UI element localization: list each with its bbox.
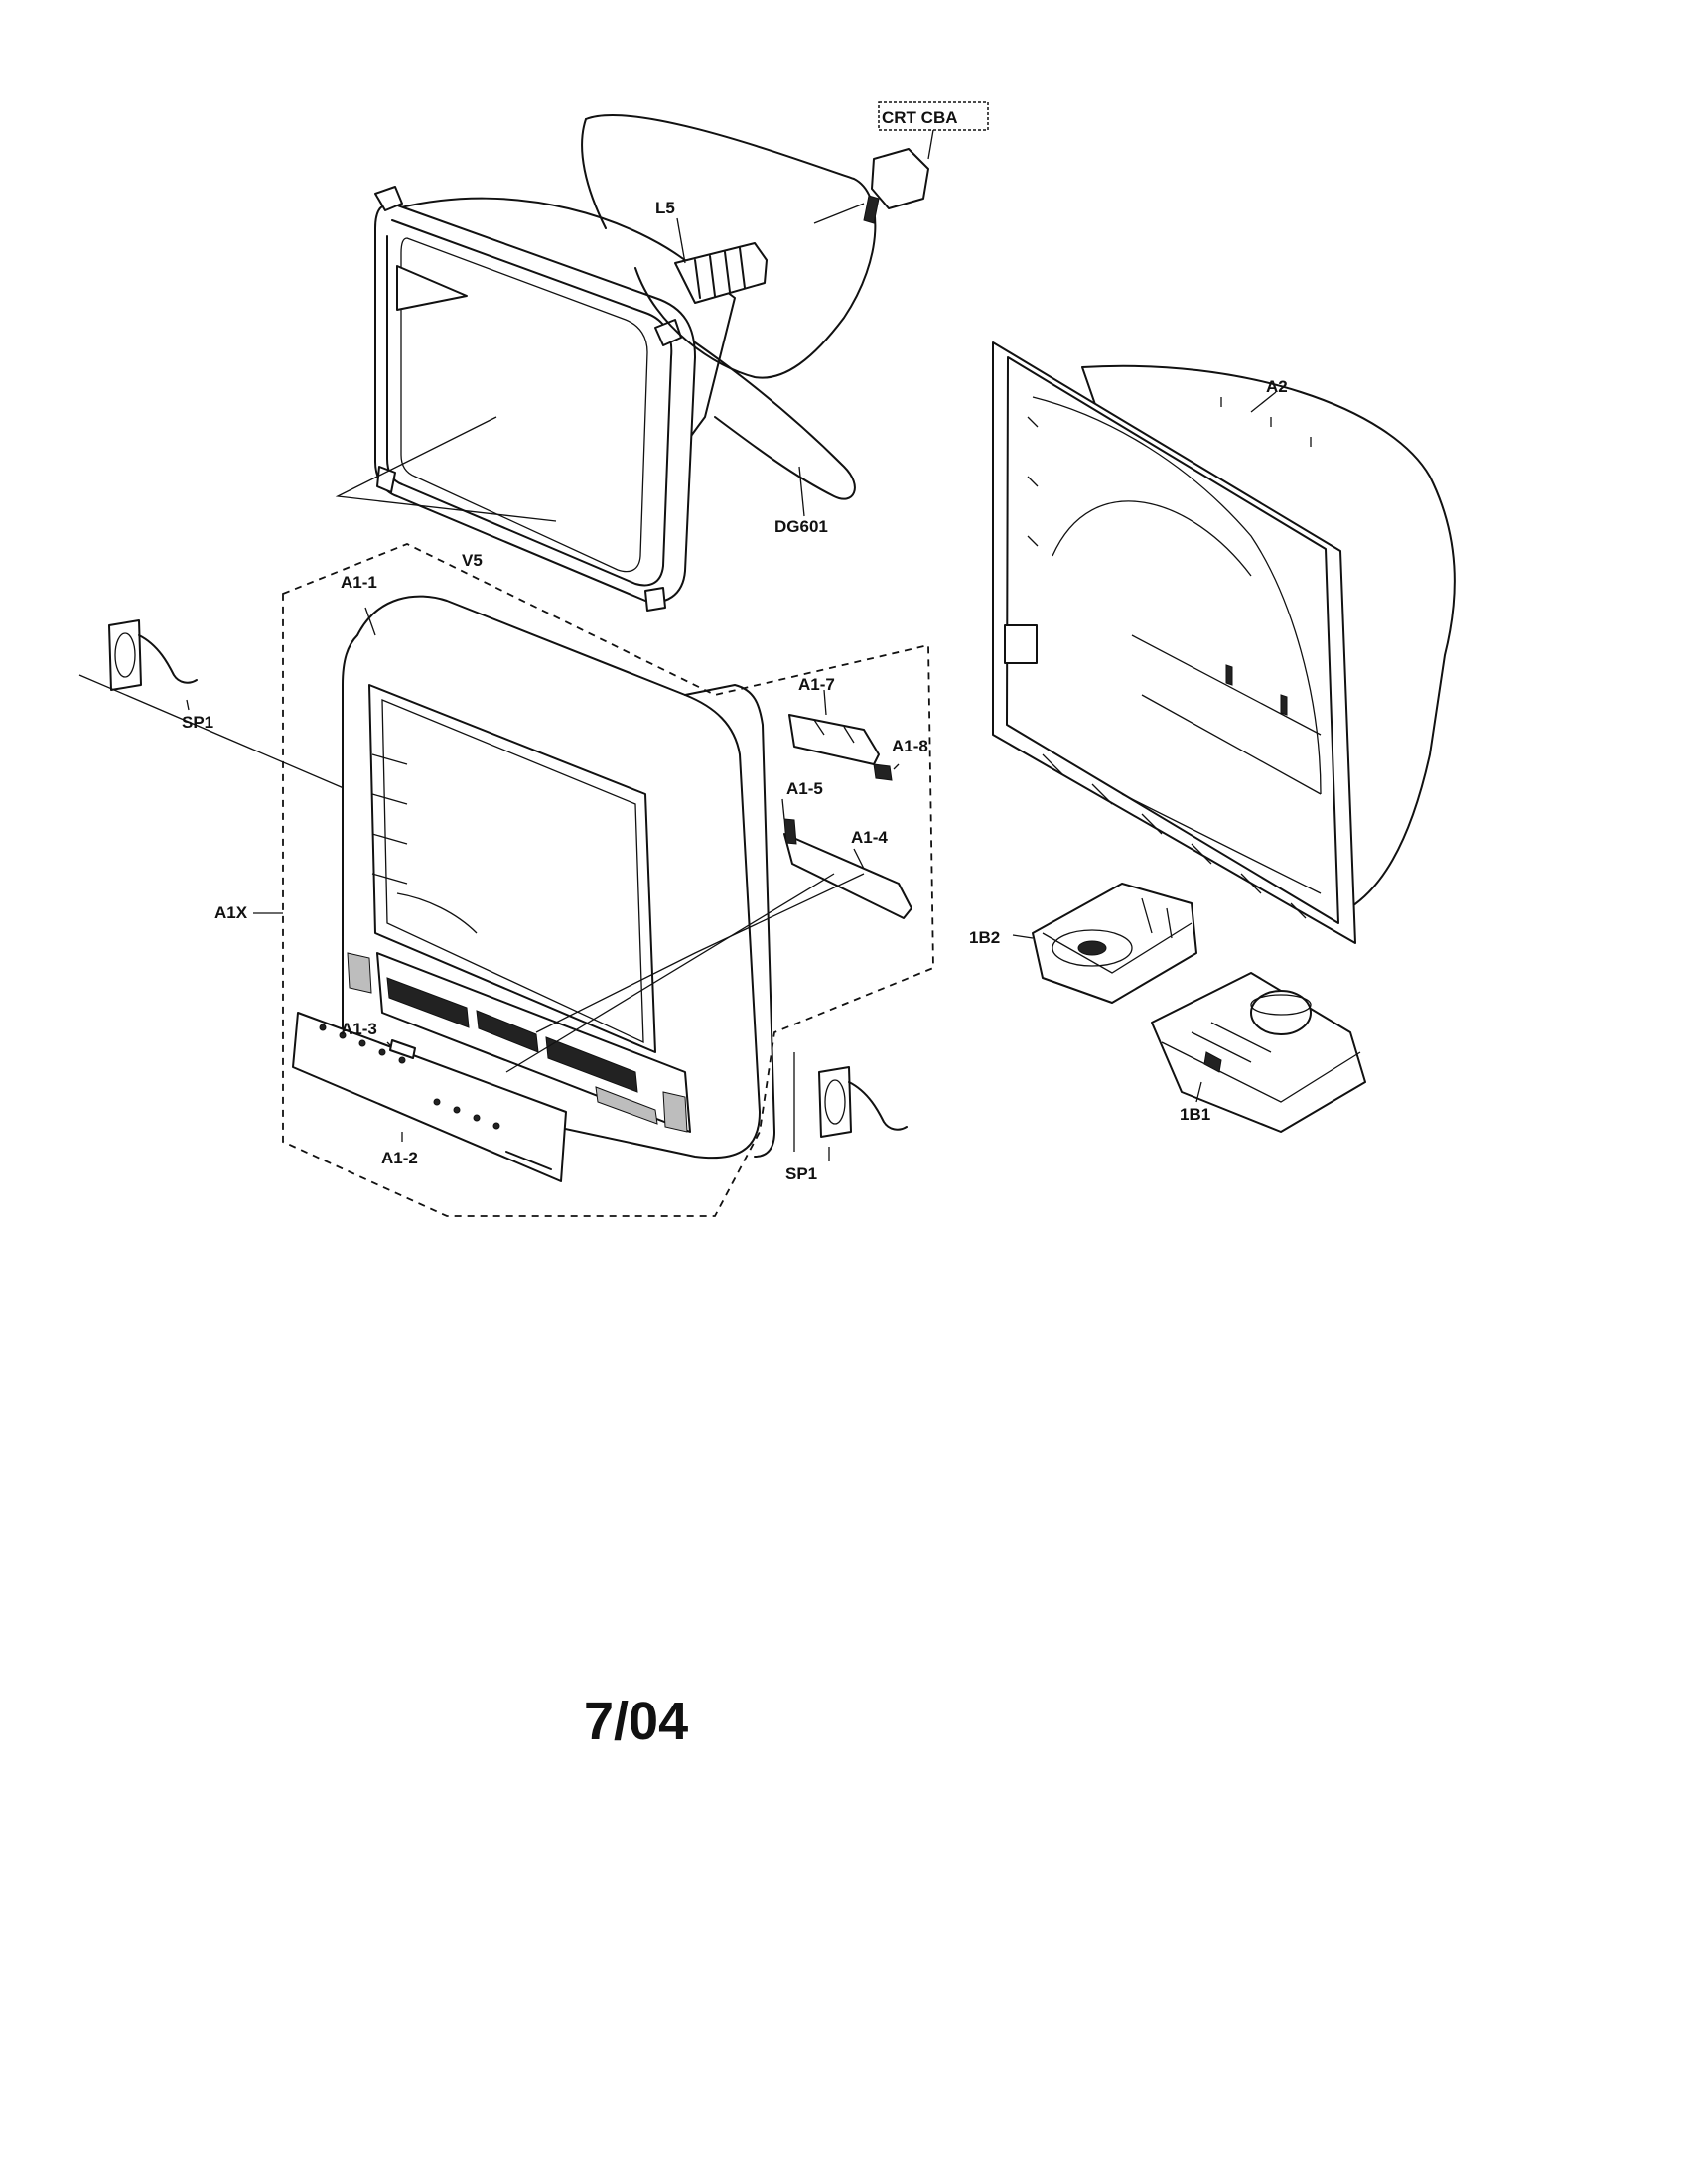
bracket-a1-8 xyxy=(873,763,900,781)
crt-cba-board xyxy=(813,101,989,224)
control-panel-a1-2 xyxy=(292,1012,567,1182)
label-a1-2: A1-2 xyxy=(381,1149,418,1167)
label-a1-7: A1-7 xyxy=(798,675,835,694)
label-dg601: DG601 xyxy=(774,517,828,536)
speaker-left-sp1 xyxy=(78,619,358,795)
revision-date: 7/04 xyxy=(584,1692,688,1751)
label-1b1: 1B1 xyxy=(1180,1105,1210,1124)
front-cabinet-a1-1 xyxy=(253,543,934,1217)
label-v5: V5 xyxy=(462,551,483,570)
a1-4-leader-2 xyxy=(535,873,865,1033)
label-crt-cba: CRT CBA xyxy=(882,108,958,127)
l5-leader xyxy=(676,217,686,264)
label-a1-5: A1-5 xyxy=(786,779,823,798)
label-a1-8: A1-8 xyxy=(892,737,928,755)
label-a1-4: A1-4 xyxy=(851,828,888,847)
label-a1-1: A1-1 xyxy=(341,573,377,592)
bracket-a1-4 xyxy=(783,818,912,919)
dvd-mechanism-1b2 xyxy=(1012,883,1197,1004)
label-1b2: 1B2 xyxy=(969,928,1000,947)
vcr-mechanism-1b1 xyxy=(1151,972,1366,1133)
crt-tube-v5 xyxy=(335,186,768,612)
label-l5: L5 xyxy=(655,199,675,217)
degauss-coil-dg601 xyxy=(581,114,877,517)
label-sp1-right: SP1 xyxy=(785,1164,817,1183)
label-sp1-left: SP1 xyxy=(182,713,213,732)
bracket-a1-5 xyxy=(781,798,785,820)
label-a1-3: A1-3 xyxy=(341,1020,377,1038)
speaker-right-sp1 xyxy=(793,1052,908,1161)
label-a2: A2 xyxy=(1266,377,1288,396)
cabinet-back-a2 xyxy=(992,341,1456,944)
label-a1x: A1X xyxy=(214,903,248,922)
a1-4-leader xyxy=(505,873,835,1073)
bracket-a1-7 xyxy=(788,689,880,765)
